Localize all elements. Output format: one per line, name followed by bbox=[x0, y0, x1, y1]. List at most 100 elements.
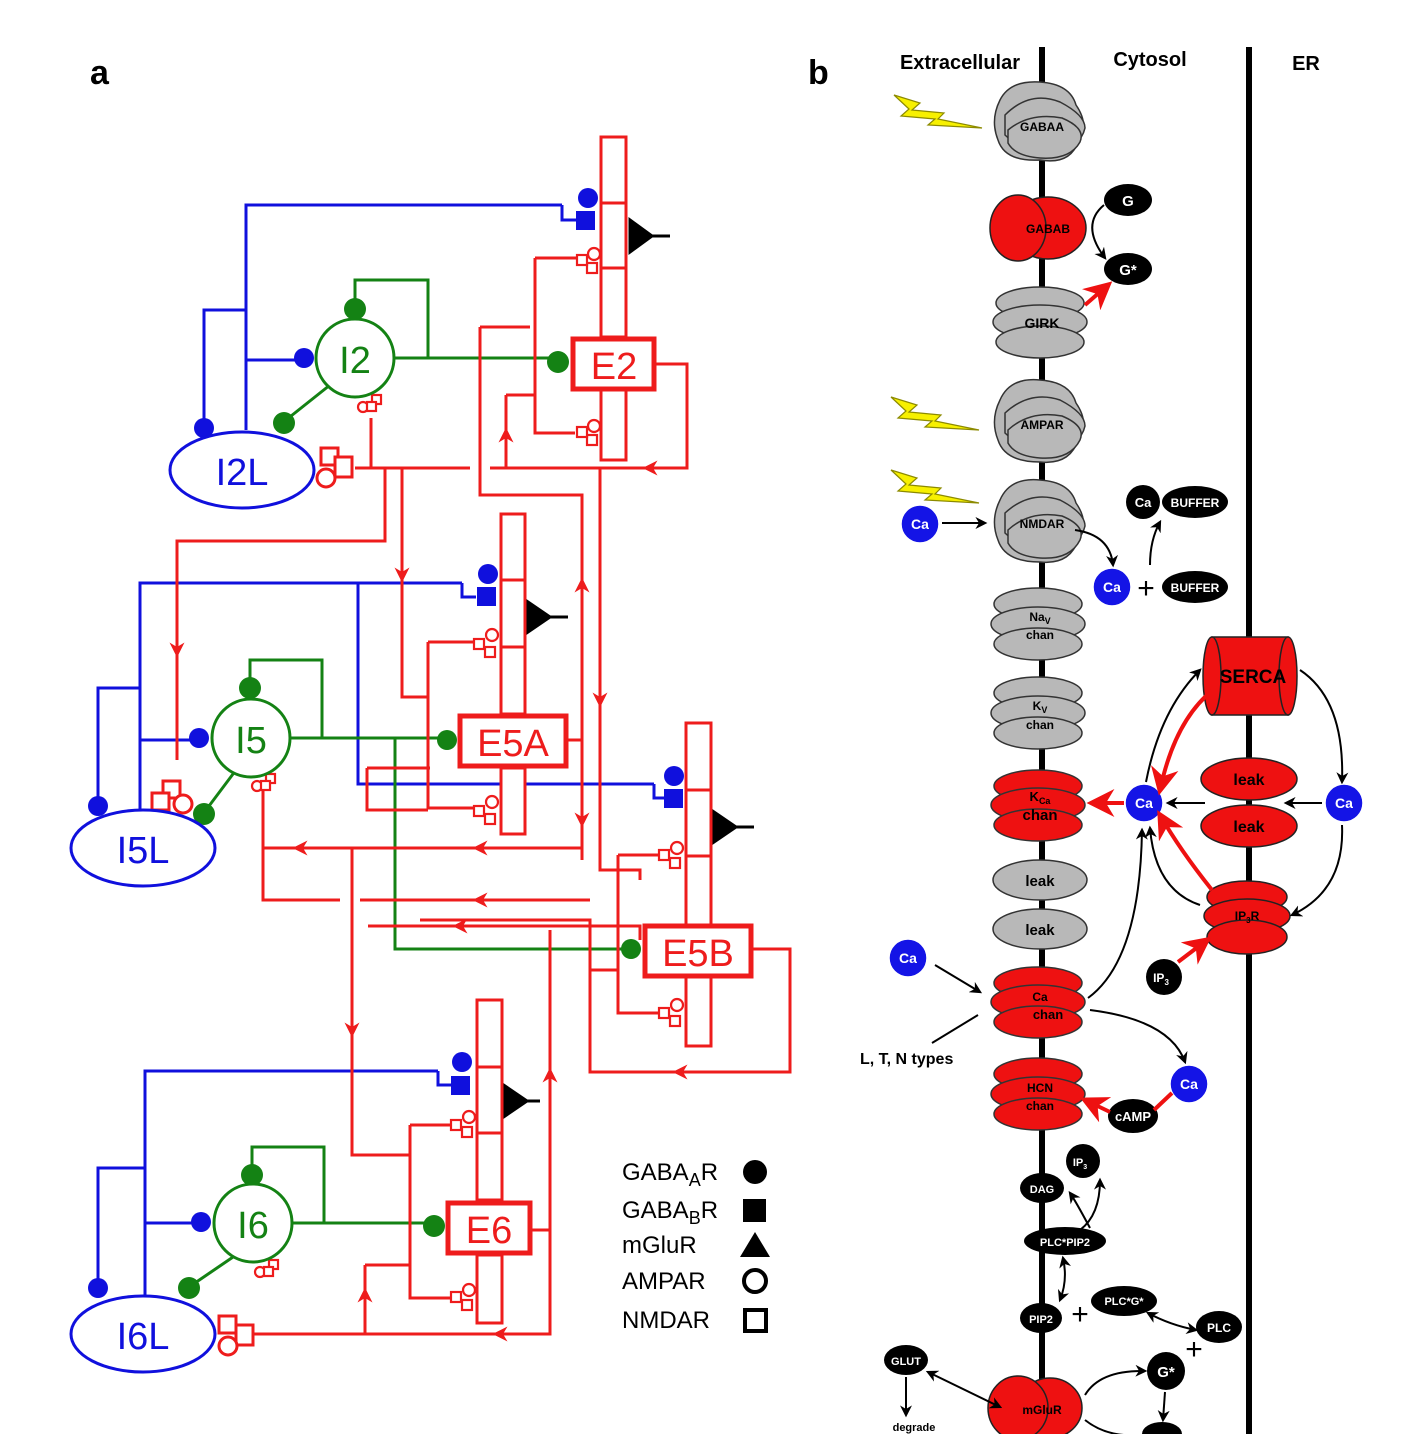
er-leak-label-2: leak bbox=[1233, 819, 1264, 836]
low-threshold-wiring bbox=[96, 203, 665, 1300]
kca-channel[interactable]: KCa chan bbox=[990, 769, 1086, 842]
molecule-ca-buffer-top: Ca BUFFER bbox=[1126, 485, 1228, 519]
hcn-label: HCN bbox=[1027, 1081, 1053, 1095]
ca-label-5: Ca bbox=[899, 950, 917, 966]
nmdar-receptor[interactable]: NMDAR bbox=[993, 478, 1086, 564]
stimulus-lightning-icons bbox=[890, 94, 983, 504]
molecule-ip3: IP3 bbox=[1146, 959, 1182, 995]
legend-ampar-label: AMPAR bbox=[622, 1268, 706, 1295]
excitatory-arrows bbox=[169, 427, 720, 1342]
buffer-free-label: BUFFER bbox=[1171, 581, 1220, 595]
molecule-buffer-free: BUFFER bbox=[1162, 571, 1228, 603]
ca-label-4: Ca bbox=[1335, 795, 1353, 811]
pip2-label: PIP2 bbox=[1029, 1314, 1053, 1326]
ca-label-3: Ca bbox=[1135, 795, 1153, 811]
ca-label-1: Ca bbox=[911, 516, 929, 532]
ampar-label: AMPAR bbox=[1020, 418, 1063, 432]
reaction-arrows bbox=[900, 204, 1349, 1434]
leak-channel-plasma[interactable]: leak leak bbox=[992, 859, 1088, 950]
nav-label-line2: chan bbox=[1026, 628, 1054, 642]
cell-i5-label: I5 bbox=[235, 720, 267, 762]
ca-label-6: Ca bbox=[1180, 1076, 1198, 1092]
plus-3: + bbox=[1185, 1333, 1203, 1366]
degrade-label: degrade bbox=[893, 1422, 936, 1434]
molecule-plc-g: PLC*G* bbox=[1091, 1286, 1157, 1316]
g-label: G bbox=[1122, 193, 1134, 210]
plus-2: + bbox=[1071, 1298, 1089, 1331]
excitatory-wiring bbox=[175, 256, 792, 1336]
cell-e5a[interactable]: E5A bbox=[457, 713, 569, 769]
mglur-label: mGluR bbox=[1022, 1403, 1062, 1417]
ca-channel[interactable]: Ca chan bbox=[990, 966, 1086, 1039]
cell-i2[interactable]: I2 bbox=[314, 317, 396, 399]
ampar-receptor[interactable]: AMPAR bbox=[993, 378, 1086, 464]
nav-channel[interactable]: NaV chan bbox=[990, 587, 1086, 661]
ip3-receptor[interactable]: IP3R bbox=[1203, 880, 1291, 955]
cell-i6l-label: I6L bbox=[117, 1316, 170, 1358]
legend-gababr-label: GABABR bbox=[622, 1197, 718, 1228]
buffer-bound-label: BUFFER bbox=[1171, 496, 1220, 510]
gabaa-label: GABAA bbox=[1020, 120, 1064, 134]
cell-i6[interactable]: I6 bbox=[212, 1182, 294, 1264]
ca-channel-label-line2: chan bbox=[1033, 1007, 1063, 1022]
legend-filled-circle-icon bbox=[743, 1160, 767, 1184]
ltn-types-note: L, T, N types bbox=[860, 1051, 953, 1068]
molecule-plc: PLC bbox=[1196, 1311, 1242, 1343]
molecule-glut: GLUT bbox=[884, 1345, 928, 1375]
gabaa-receptor[interactable]: GABAA bbox=[993, 81, 1086, 162]
plc-pip2-label: PLC*PIP2 bbox=[1040, 1237, 1090, 1249]
cell-i5l-label: I5L bbox=[117, 830, 170, 872]
plc-g-label: PLC*G* bbox=[1104, 1296, 1144, 1308]
molecule-gstar-lower: G* bbox=[1147, 1352, 1185, 1390]
cell-e2[interactable]: E2 bbox=[570, 336, 657, 392]
ip3-label: IP3 bbox=[1153, 971, 1169, 987]
kv-channel[interactable]: KV chan bbox=[990, 676, 1086, 750]
legend-gabaar-label: GABAAR bbox=[622, 1159, 718, 1190]
panel-b: b Extracellular Cytosol ER GABAA GABAB bbox=[808, 47, 1364, 1434]
gabab-receptor[interactable]: GABAB bbox=[989, 194, 1087, 262]
e5b-dendrite bbox=[684, 721, 713, 1048]
er-label: ER bbox=[1292, 53, 1320, 75]
cell-i5[interactable]: I5 bbox=[210, 697, 292, 779]
gabaa-synapses-blue bbox=[88, 188, 684, 1298]
legend-mglur-label: mGluR bbox=[622, 1232, 697, 1259]
cytosol-label: Cytosol bbox=[1113, 49, 1186, 71]
e6-dendrite bbox=[475, 998, 504, 1325]
molecule-camp: cAMP bbox=[1108, 1099, 1158, 1133]
nav-label: NaV bbox=[1029, 610, 1050, 626]
molecule-dag: DAG bbox=[1020, 1173, 1064, 1203]
panel-b-label: b bbox=[808, 54, 829, 92]
cell-i2l-label: I2L bbox=[216, 452, 269, 494]
cell-i6l[interactable]: I6L bbox=[69, 1294, 217, 1374]
gstar-lower-label: G* bbox=[1157, 1364, 1175, 1381]
kca-label: KCa bbox=[1030, 789, 1052, 806]
gabab-label: GABAB bbox=[1026, 222, 1070, 236]
glut-label: GLUT bbox=[891, 1356, 921, 1368]
cell-i6-label: I6 bbox=[237, 1205, 269, 1247]
leak-label-2: leak bbox=[1025, 922, 1055, 939]
serca-pump[interactable]: SERCA bbox=[1202, 636, 1298, 716]
er-leak-label-1: leak bbox=[1233, 772, 1264, 789]
legend-filled-square-icon bbox=[743, 1199, 766, 1222]
mglur-receptor[interactable]: mGluR bbox=[987, 1375, 1083, 1434]
cell-i5l[interactable]: I5L bbox=[69, 808, 217, 888]
girk-channel[interactable]: GIRK bbox=[992, 286, 1088, 359]
gabaa-synapses-green bbox=[178, 298, 641, 1299]
serca-label: SERCA bbox=[1220, 667, 1287, 688]
panel-a: a bbox=[69, 54, 792, 1374]
molecule-pip2: PIP2 bbox=[1020, 1303, 1062, 1333]
molecule-gstar: G* bbox=[1104, 253, 1152, 285]
hcn-channel[interactable]: HCN chan bbox=[990, 1057, 1086, 1131]
hcn-label-line2: chan bbox=[1026, 1099, 1054, 1113]
cell-i2l[interactable]: I2L bbox=[168, 430, 316, 510]
cell-e5b[interactable]: E5B bbox=[642, 923, 754, 979]
plus-signs: + + + bbox=[1071, 572, 1203, 1366]
camp-label: cAMP bbox=[1115, 1109, 1151, 1124]
er-leak-channel[interactable]: leak leak bbox=[1200, 757, 1298, 848]
legend-nmdar-label: NMDAR bbox=[622, 1307, 710, 1334]
molecule-plc-pip2: PLC*PIP2 bbox=[1024, 1227, 1106, 1255]
cell-e6[interactable]: E6 bbox=[445, 1200, 533, 1256]
kca-label-line2: chan bbox=[1022, 807, 1057, 824]
nmdar-label: NMDAR bbox=[1020, 517, 1065, 531]
